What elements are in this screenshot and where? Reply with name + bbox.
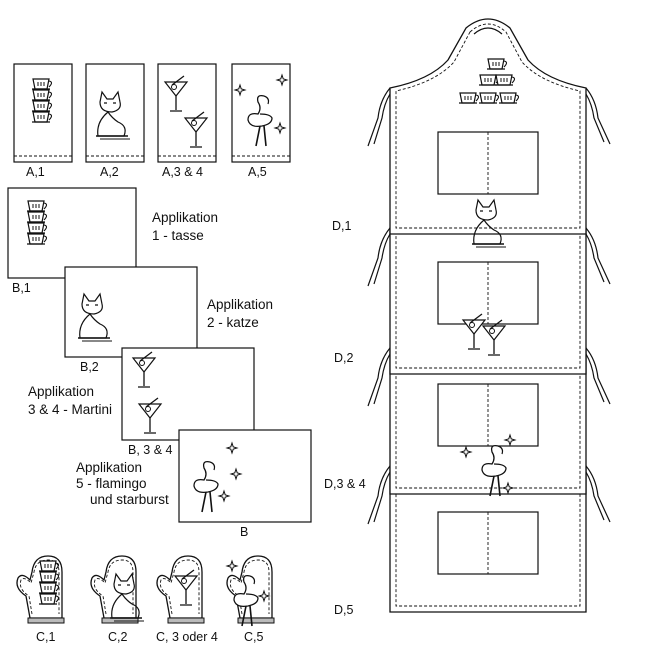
apron-d1-label: D,1 (332, 219, 352, 233)
mitt-c5-label: C,5 (244, 630, 264, 644)
applique-b1-label: B,1 (12, 281, 31, 295)
apron-d3-label: D,3 & 4 (324, 477, 366, 491)
apron-d2: D,2 (334, 158, 611, 375)
applique-b3: B, 3 & 4 Applikation 3 & 4 - Martini (28, 347, 255, 457)
applique-b2-caption: 2 - katze (207, 315, 259, 330)
applique-b3-caption: 3 & 4 - Martini (28, 402, 112, 417)
applique-b5-caption-title: Applikation (76, 460, 142, 475)
panel-d: D,5 D,3 & 4 D,2 D,1 (324, 18, 611, 617)
applique-b3-caption-title: Applikation (28, 384, 94, 399)
apron-d5-label: D,5 (334, 603, 354, 617)
mitt-c1-label: C,1 (36, 630, 56, 644)
apron-d3: D,3 & 4 (324, 278, 611, 497)
mitt-c5: C,5 (226, 555, 275, 644)
mitt-c1: C,1 (16, 555, 65, 644)
applique-b2-caption-title: Applikation (207, 297, 273, 312)
mitt-c2: C,2 (90, 555, 145, 644)
panel-a: A,1 A,2 A,3 & 4 A,5 (13, 63, 291, 179)
swatch-a1: A,1 (13, 63, 73, 179)
mitt-c3-label: C, 3 oder 4 (156, 630, 218, 644)
panel-c: C,1 C,2 C, 3 oder 4 C,5 (16, 555, 275, 644)
swatch-a1-label: A,1 (26, 165, 45, 179)
applique-b1-caption: 1 - tasse (152, 228, 204, 243)
swatch-a2-label: A,2 (100, 165, 119, 179)
swatch-a3: A,3 & 4 (157, 63, 217, 179)
applique-b2-label: B,2 (80, 360, 99, 374)
applique-b1-caption-title: Applikation (152, 210, 218, 225)
swatch-a3-label: A,3 & 4 (162, 165, 203, 179)
panel-b: B,1 Applikation 1 - tasse B,2 Applikatio… (7, 187, 312, 539)
applique-b5: B Applikation 5 - flamingo und starburst (76, 429, 312, 539)
applique-b3-label: B, 3 & 4 (128, 443, 173, 457)
apron-d2-label: D,2 (334, 351, 354, 365)
swatch-a2: A,2 (85, 63, 145, 179)
mitt-c3: C, 3 oder 4 (156, 555, 218, 644)
apron-d1: D,1 (332, 18, 611, 248)
swatch-a5: A,5 (231, 63, 291, 179)
applique-b5-caption-extra: und starburst (90, 492, 169, 507)
mitt-c2-label: C,2 (108, 630, 128, 644)
apron-d5: D,5 (334, 396, 611, 617)
applique-b1: B,1 Applikation 1 - tasse (7, 187, 218, 295)
swatch-a5-label: A,5 (248, 165, 267, 179)
applique-b5-label: B (240, 525, 248, 539)
applique-b2: B,2 Applikation 2 - katze (64, 266, 273, 374)
applique-b5-caption: 5 - flamingo (76, 476, 147, 491)
